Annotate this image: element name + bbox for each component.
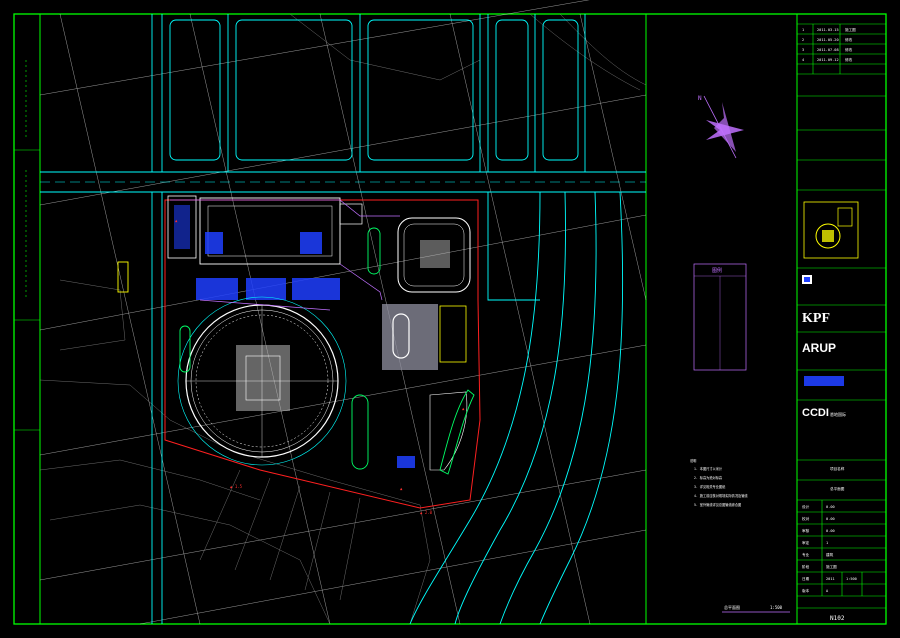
north-arrow-label: N xyxy=(698,95,702,102)
note-line: 5. 室外管线详见总图管线综合图 xyxy=(694,502,741,507)
revision-no: 1 xyxy=(802,28,804,32)
field-label: 设计 xyxy=(802,504,810,509)
svg-text:▲ 1.5: ▲ 1.5 xyxy=(230,484,243,489)
field-value: 0.00 xyxy=(826,517,835,521)
left-strip xyxy=(14,60,40,431)
plan-title-label: 总平面图 xyxy=(724,604,740,610)
field-value: 施工图 xyxy=(826,564,837,569)
field-label: 阶段 xyxy=(802,564,810,569)
field-label: 日期 xyxy=(802,576,810,581)
field-value: 0.00 xyxy=(826,505,835,509)
revision-no: 3 xyxy=(802,48,804,52)
green-landscape xyxy=(117,227,475,475)
note-line: 3. 详见相关专业图纸 xyxy=(694,484,726,489)
field-value: 建筑 xyxy=(826,552,834,557)
revision-date: 2011.07.08 xyxy=(817,48,839,52)
notes-heading: 说明 xyxy=(690,458,696,463)
field-label: 审定 xyxy=(802,540,810,545)
revision-date: 2011.09.12 xyxy=(817,58,839,62)
project-label: 项目名称 xyxy=(830,466,845,471)
legend-title: 图例 xyxy=(712,267,722,274)
title-fields: 项目名称 总平面图 设计 0.00 校对 0.00 审核 0.00 审定 1 专… xyxy=(802,466,857,622)
architect-logo: KPF xyxy=(802,311,830,326)
field-value: 2011 xyxy=(826,577,835,581)
blue-parking-bands xyxy=(196,232,415,468)
legend: 图例 xyxy=(693,263,747,371)
consultant-logo: CCDI xyxy=(802,407,829,419)
north-arrow: N xyxy=(698,95,744,159)
scale-value: 1:500 xyxy=(846,577,857,581)
consultant-logo-suffix: 悉地国际 xyxy=(830,411,846,417)
red-annotations: ▲ 1.5 ▲ ▲ 2.0 ▲ ▲ xyxy=(175,218,465,515)
note-line: 2. 标高为绝对标高 xyxy=(694,475,722,480)
field-label: 校对 xyxy=(802,516,810,521)
general-notes: 说明 1. 本图尺寸以米计 2. 标高为绝对标高 3. 详见相关专业图纸 4. … xyxy=(690,458,748,507)
revision-desc: 修改 xyxy=(845,37,853,42)
plan-scale-label: 1:500 xyxy=(770,605,783,610)
podium-blocks xyxy=(167,195,363,265)
revision-no: 2 xyxy=(802,38,804,42)
svg-text:▲ 2.0: ▲ 2.0 xyxy=(420,510,433,515)
east-parking xyxy=(382,304,468,471)
revision-desc: 修改 xyxy=(845,57,853,62)
revision-table: 1 2011.03.15 施工图 2 2011.05.20 修改 3 2011.… xyxy=(802,27,856,62)
svg-text:▲: ▲ xyxy=(462,406,465,411)
revision-desc: 修改 xyxy=(845,47,853,52)
road-network xyxy=(40,14,646,625)
engineer-logo: ARUP xyxy=(802,341,836,355)
svg-text:▲: ▲ xyxy=(400,486,403,491)
revision-desc: 施工图 xyxy=(845,27,856,32)
revision-date: 2011.03.15 xyxy=(817,28,839,32)
east-tower xyxy=(397,217,471,293)
key-plan xyxy=(803,201,859,259)
consultant-logos: KPF ARUP CCDI 悉地国际 xyxy=(802,275,846,419)
sheet-number: N102 xyxy=(830,615,845,622)
field-value: A xyxy=(826,589,829,593)
note-line: 1. 本图尺寸以米计 xyxy=(694,466,723,471)
note-line: 4. 施工前应核对现场实际情况及管线 xyxy=(694,493,748,498)
field-label: 审核 xyxy=(802,528,810,533)
context-ground xyxy=(39,13,647,625)
background-grid xyxy=(39,0,647,625)
field-label: 专业 xyxy=(802,552,810,557)
revision-date: 2011.05.20 xyxy=(817,38,839,42)
field-label: 版本 xyxy=(802,588,810,593)
revision-no: 4 xyxy=(802,58,804,62)
plan-title: 总平面图 1:500 xyxy=(722,604,790,613)
magenta-pipes xyxy=(170,199,400,311)
title-block xyxy=(797,23,886,609)
field-value: 0.00 xyxy=(826,529,835,533)
svg-text:▲: ▲ xyxy=(175,218,178,223)
site-boundary xyxy=(164,199,481,509)
drawing-title: 总平面图 xyxy=(830,486,845,491)
field-value: 1 xyxy=(826,541,828,545)
